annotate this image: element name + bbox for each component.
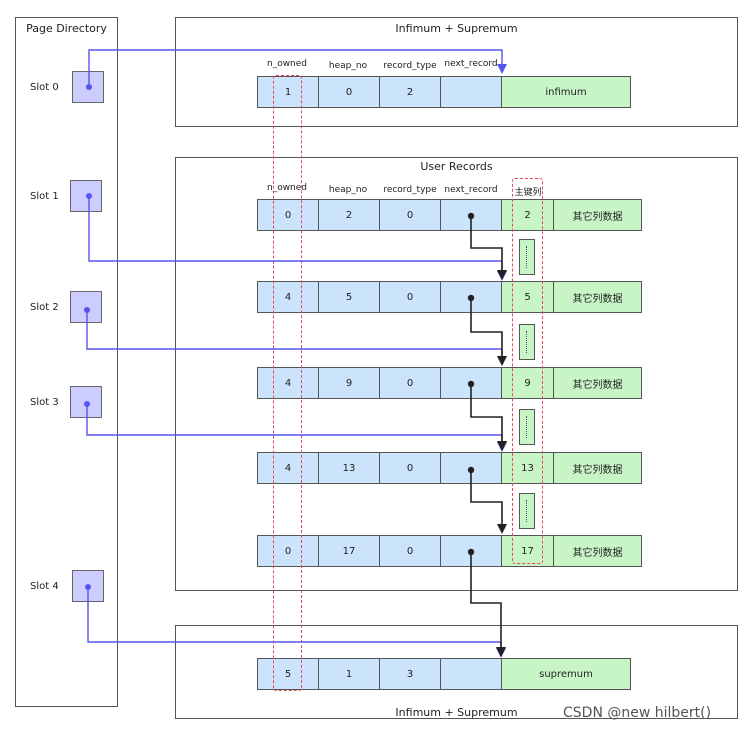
record-2-heap-no: 5: [318, 281, 380, 313]
slot-4-box[interactable]: [72, 570, 104, 602]
record-1-next-record: [440, 199, 502, 231]
page-directory-title: Page Directory: [26, 22, 107, 35]
key-gap-4: [519, 493, 535, 529]
record-3-heap-no: 9: [318, 367, 380, 399]
header-heap-no: heap_no: [328, 185, 368, 195]
header-primary-key: 主键列: [514, 188, 542, 198]
infimum-n-owned: 1: [257, 76, 319, 108]
infimum-section-title: Infimum + Supremum: [395, 22, 518, 35]
header-next-record: next_record: [444, 185, 498, 195]
user-records-title: User Records: [420, 160, 493, 173]
record-4-next-record: [440, 452, 502, 484]
supremum-label-cell: supremum: [501, 658, 631, 690]
supremum-next-record: [440, 658, 502, 690]
record-1-key: 2: [501, 199, 554, 231]
record-1-record-type: 0: [379, 199, 441, 231]
header-record-type-top: record_type: [383, 61, 437, 71]
slot-2-label: Slot 2: [30, 302, 59, 313]
record-5-other-columns: 其它列数据: [553, 535, 642, 567]
supremum-section-title: Infimum + Supremum: [395, 706, 518, 719]
header-heap-no-top: heap_no: [328, 61, 368, 71]
record-4-key: 13: [501, 452, 554, 484]
record-2-next-record: [440, 281, 502, 313]
header-n-owned-top: n_owned: [266, 59, 308, 69]
watermark: CSDN @new hilbert(): [563, 705, 712, 721]
record-4-record-type: 0: [379, 452, 441, 484]
slot-1-label: Slot 1: [30, 191, 59, 202]
supremum-n-owned: 5: [257, 658, 319, 690]
infimum-heap-no: 0: [318, 76, 380, 108]
infimum-record-type: 2: [379, 76, 441, 108]
record-1-heap-no: 2: [318, 199, 380, 231]
record-4-heap-no: 13: [318, 452, 380, 484]
record-5-record-type: 0: [379, 535, 441, 567]
record-5-heap-no: 17: [318, 535, 380, 567]
record-2-n-owned: 4: [257, 281, 319, 313]
slot-3-box[interactable]: [70, 386, 102, 418]
record-3-key: 9: [501, 367, 554, 399]
infimum-section-panel: Infimum + Supremum: [175, 17, 738, 127]
record-3-record-type: 0: [379, 367, 441, 399]
record-2-key: 5: [501, 281, 554, 313]
slot-1-box[interactable]: [70, 180, 102, 212]
record-5-next-record: [440, 535, 502, 567]
key-gap-2: [519, 324, 535, 360]
record-1-other-columns: 其它列数据: [553, 199, 642, 231]
slot-3-label: Slot 3: [30, 397, 59, 408]
record-3-other-columns: 其它列数据: [553, 367, 642, 399]
record-2-record-type: 0: [379, 281, 441, 313]
record-5-n-owned: 0: [257, 535, 319, 567]
supremum-record-type: 3: [379, 658, 441, 690]
record-1-n-owned: 0: [257, 199, 319, 231]
record-3-n-owned: 4: [257, 367, 319, 399]
record-3-next-record: [440, 367, 502, 399]
page-directory-panel: Page Directory: [15, 17, 118, 707]
infimum-next-record: [440, 76, 502, 108]
header-record-type: record_type: [383, 185, 437, 195]
header-n-owned: n_owned: [266, 183, 308, 193]
record-4-other-columns: 其它列数据: [553, 452, 642, 484]
key-gap-3: [519, 409, 535, 445]
key-gap-1: [519, 239, 535, 275]
slot-4-label: Slot 4: [30, 581, 59, 592]
infimum-label-cell: infimum: [501, 76, 631, 108]
slot-0-label: Slot 0: [30, 82, 59, 93]
record-2-other-columns: 其它列数据: [553, 281, 642, 313]
supremum-heap-no: 1: [318, 658, 380, 690]
header-next-record-top: next_record: [444, 59, 498, 69]
slot-2-box[interactable]: [70, 291, 102, 323]
record-4-n-owned: 4: [257, 452, 319, 484]
record-5-key: 17: [501, 535, 554, 567]
slot-0-box[interactable]: [72, 71, 104, 103]
